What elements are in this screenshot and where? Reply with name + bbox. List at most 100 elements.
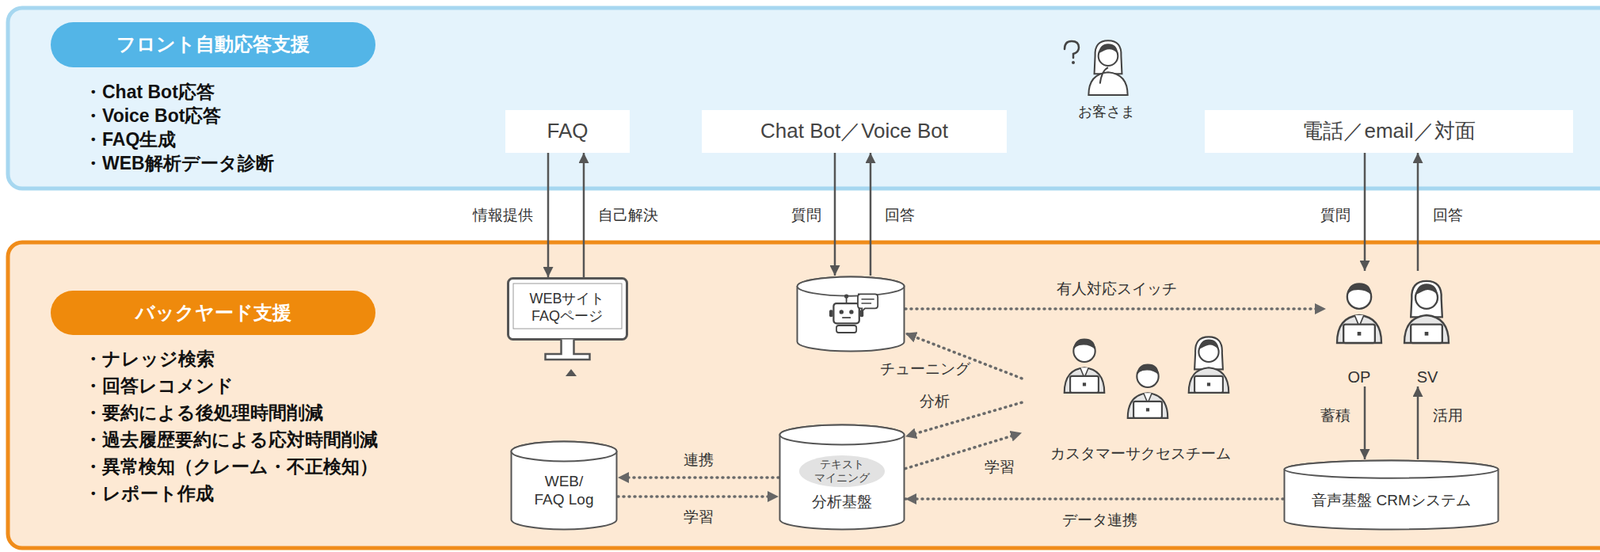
edge-label: 質問 [788,206,824,225]
channel-box: FAQ [505,110,630,153]
cylinder-body [1284,460,1499,530]
flow-arrow [547,152,550,278]
text-holder: WEB/ FAQ Log [510,440,618,531]
dotted-arrow [617,476,779,480]
edge-label: 自己解決 [595,206,661,225]
crm-cylinder: 音声基盤 CRMシステム [1283,459,1500,531]
node-label: SV [1417,367,1439,387]
flow-arrow [1363,386,1367,460]
supervisor-icon [1404,281,1449,343]
text-holder: FAQ [505,110,630,153]
team-member-icon [1064,338,1105,393]
chatbot-cylinder [796,275,906,353]
edge-label: 分析 [917,392,953,412]
node-label: カスタマーサクセスチーム [1050,445,1231,464]
node-label: テキスト マイニング [799,455,885,488]
bullet-item: ・レポート作成 [83,480,378,507]
text-holder: OP [1325,270,1393,387]
operator-node: OP [1325,270,1393,387]
edge-label: 学習 [681,508,717,527]
text-holder: WEBサイト FAQページ [506,277,629,362]
node-label: WEBサイト FAQページ [518,290,618,325]
section-pill: バックヤード支援 [50,290,376,336]
bullet-item: ・WEB解析データ診断 [83,151,275,176]
bullet-item: ・FAQ生成 [83,127,275,152]
front-band: ・Chat Bot応答・Voice Bot応答・FAQ生成・WEB解析データ診断… [7,7,1600,189]
figure-caption: お客さま [1075,103,1138,122]
node-label: 電話／email／対面 [1302,118,1475,144]
edge-label: 連携 [681,451,717,470]
front-band-ground [7,7,1600,189]
operator-icon [1337,282,1382,343]
cylinder-body [797,277,905,352]
bullet-item: ・Chat Bot応答 [83,80,275,104]
bullet-item: ・異常検知（クレーム・不正検知） [83,453,378,480]
flow-arrow [1363,152,1367,271]
analysis-cylinder: テキスト マイニング分析基盤 [778,423,906,531]
bullet-item: ・過去履歴要約による応対時間削減 [83,426,378,454]
channel-box: Chat Bot／Voice Bot [701,110,1007,153]
edge-label: 回答 [1430,206,1466,225]
edge-label: チューニング [877,360,973,379]
flow-arrow [834,152,837,276]
node-label: 音声基盤 CRMシステム [1311,491,1471,511]
monitor-stand [544,339,590,360]
text-holder: SV [1394,270,1461,387]
question-mark-icon [1064,41,1079,58]
backyard-band: ・ナレッジ検索・回答レコメンド・要約による後処理時間削減・過去履歴要約による応対… [7,242,1600,549]
text-holder: カスタマーサクセスチーム [1021,336,1260,464]
text-holder: Chat Bot／Voice Bot [701,110,1007,153]
bullet-item: ・回答レコメンド [83,372,378,400]
question-mark-dot [1071,60,1075,65]
node-label: FAQ [546,118,588,144]
edge-label: データ連携 [1059,511,1140,530]
node-label: 分析基盤 [811,493,873,512]
cylinder-top [780,425,905,446]
node-label: OP [1348,367,1372,387]
team-node: カスタマーサクセスチーム [1021,336,1260,464]
flow-arrow [1417,386,1420,460]
team-member-icon [1188,336,1230,393]
dotted-arrow [905,307,1326,311]
cylinder-top [1284,460,1499,479]
text-holder: 電話／email／対面 [1204,110,1574,153]
log-cylinder: WEB/ FAQ Log [510,440,618,531]
supervisor-node: SV [1394,270,1461,387]
edge-label: 回答 [882,206,918,225]
edge-label: 情報提供 [470,206,536,225]
text-holder: ・ナレッジ検索・回答レコメンド・要約による後処理時間削減・過去履歴要約による応対… [83,345,378,507]
cylinder-body [780,425,905,530]
robot-icon [829,293,878,333]
cylinder-top [511,441,618,462]
edge-label: 学習 [982,458,1018,477]
monitor-pointer [565,369,577,377]
edge-label: 蓄積 [1318,407,1353,426]
text-holder: バックヤード支援 [50,290,376,336]
cylinder-body [511,441,618,530]
backyard-band-ground [7,242,1600,549]
monitor-frame [507,278,627,340]
dotted-arrow [617,495,779,499]
text-holder: 音声基盤 CRMシステム [1283,459,1500,531]
website-monitor: WEBサイト FAQページ [506,277,629,362]
bullet-item: ・要約による後処理時間削減 [83,399,378,427]
edge-label: 有人対応スイッチ [1054,280,1180,299]
flow-arrow [582,152,586,278]
edge-label: 活用 [1430,407,1466,426]
bullet-item: ・ナレッジ検索 [83,345,378,373]
team-member-icon [1127,363,1169,418]
node-label: WEB/ FAQ Log [530,472,598,510]
customer-icon [1088,40,1128,96]
cylinder-top [797,277,905,297]
bullet-item: ・Voice Bot応答 [83,103,275,128]
section-pill: フロント自動応答支援 [50,22,376,68]
text-holder: ・Chat Bot応答・Voice Bot応答・FAQ生成・WEB解析データ診断 [83,80,275,176]
node-label: バックヤード支援 [135,301,292,325]
node-label: フロント自動応答支援 [116,33,310,57]
node-label: Chat Bot／Voice Bot [760,118,949,144]
dotted-arrow [905,497,1284,501]
cylinder-outline [796,275,906,353]
flow-arrow [869,152,873,276]
channel-box: 電話／email／対面 [1204,110,1574,153]
